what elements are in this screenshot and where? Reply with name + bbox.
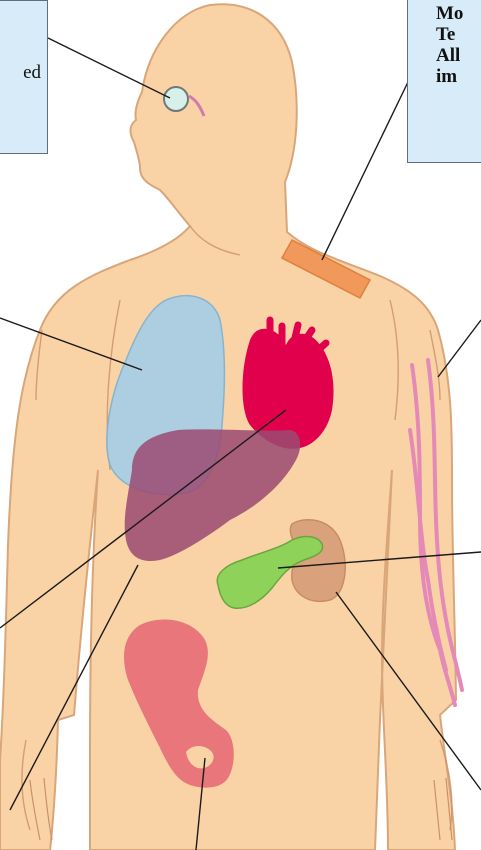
right-callout-line-4: im xyxy=(436,66,463,87)
right-callout-lines: Mo Te All im xyxy=(436,3,463,87)
body-silhouette xyxy=(0,4,456,850)
right-callout-line-3: All xyxy=(436,45,463,66)
left-callout-text: ed xyxy=(23,62,41,83)
right-callout-line-1: Mo xyxy=(436,3,463,24)
left-callout-box: ed xyxy=(0,0,48,154)
right-callout-line-2: Te xyxy=(436,24,463,45)
right-callout-box: Mo Te All im xyxy=(407,0,481,163)
